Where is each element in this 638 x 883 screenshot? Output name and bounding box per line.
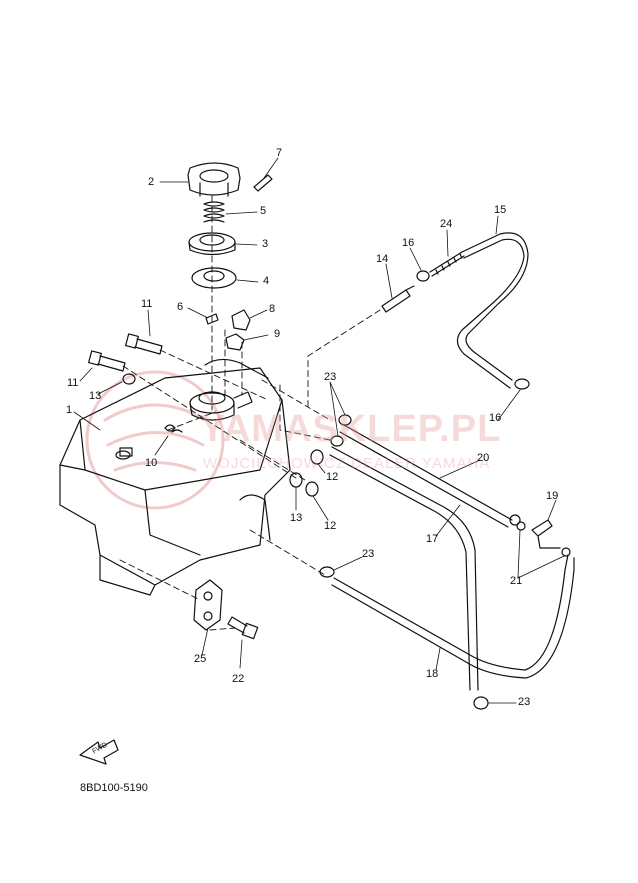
- callout-17: 17: [426, 533, 439, 545]
- fuel-tank: [59, 358, 291, 596]
- callout-19: 19: [546, 490, 559, 502]
- callout-14: 14: [376, 253, 389, 265]
- callout-3: 3: [262, 238, 269, 250]
- spiral-guard: [429, 251, 465, 277]
- callout-1: 1: [66, 404, 73, 416]
- vent-hose: [456, 232, 529, 389]
- callout-23-bottom: 23: [518, 696, 531, 708]
- pin: [253, 174, 273, 192]
- callout-11-lower: 11: [67, 377, 79, 389]
- callout-18: 18: [426, 668, 439, 680]
- callout-8: 8: [269, 303, 276, 315]
- callout-4: 4: [263, 275, 270, 287]
- callout-15: 15: [494, 204, 507, 216]
- callout-6: 6: [177, 301, 184, 313]
- callout-23-middle: 23: [362, 548, 375, 560]
- callout-16-upper: 16: [402, 237, 415, 249]
- callout-21: 21: [510, 575, 523, 587]
- grommet-12-upper: [310, 449, 324, 465]
- hose-17: [329, 446, 479, 691]
- clamp-23-upper-b: [330, 435, 344, 447]
- callout-2: 2: [148, 176, 155, 188]
- hose-20: [339, 424, 513, 528]
- hose-18: [331, 554, 575, 679]
- clamp-23-middle: [319, 566, 335, 578]
- clamp-21-a: [516, 521, 526, 531]
- bolt-11-lower: [88, 350, 126, 372]
- watermark-dealer: WOJCIECHOWICZ DEALER YAMAHA: [203, 455, 491, 472]
- callout-23-upper: 23: [324, 371, 337, 383]
- clamp-23-bottom: [473, 696, 489, 710]
- callout-20: 20: [477, 452, 490, 464]
- leader-lines: [73, 157, 565, 704]
- grommet-12-lower: [305, 481, 319, 497]
- elbow-19: [531, 519, 561, 549]
- vent-valve: [381, 285, 415, 313]
- callout-12-lower: 12: [324, 520, 337, 532]
- bracket: [193, 579, 223, 631]
- fwd-arrow-icon: [79, 739, 119, 765]
- callout-10: 10: [145, 457, 158, 469]
- callout-24: 24: [440, 218, 453, 230]
- callout-5: 5: [260, 205, 267, 217]
- washer-13-upper: [122, 373, 136, 385]
- callout-22: 22: [232, 673, 245, 685]
- clamp-16-lower: [514, 378, 530, 390]
- callout-16-lower: 16: [489, 412, 502, 424]
- gasket: [191, 267, 237, 289]
- callout-11-upper: 11: [141, 298, 153, 310]
- hose-20-end: [509, 514, 521, 526]
- callout-13-lower: 13: [290, 512, 303, 524]
- clamp-16-upper: [416, 270, 430, 282]
- callout-7: 7: [276, 147, 283, 159]
- assembly-lines: [119, 195, 381, 631]
- bolt-11-upper: [125, 333, 163, 355]
- callout-13-upper: 13: [89, 390, 102, 402]
- bolt-22: [227, 616, 259, 640]
- watermark-logo: [85, 370, 225, 510]
- small-pin: [205, 313, 219, 325]
- clip-8: [231, 309, 251, 331]
- callout-12-upper: 12: [326, 471, 339, 483]
- callout-9: 9: [274, 328, 281, 340]
- watermark-brand: YAMASKLEP.PL: [200, 408, 502, 450]
- clip-9: [225, 333, 245, 351]
- diagram-code: 8BD100-5190: [80, 782, 148, 794]
- callout-25: 25: [194, 653, 207, 665]
- spring: [203, 201, 225, 223]
- clamp-21-b: [561, 547, 571, 557]
- fuel-cap: [187, 162, 241, 197]
